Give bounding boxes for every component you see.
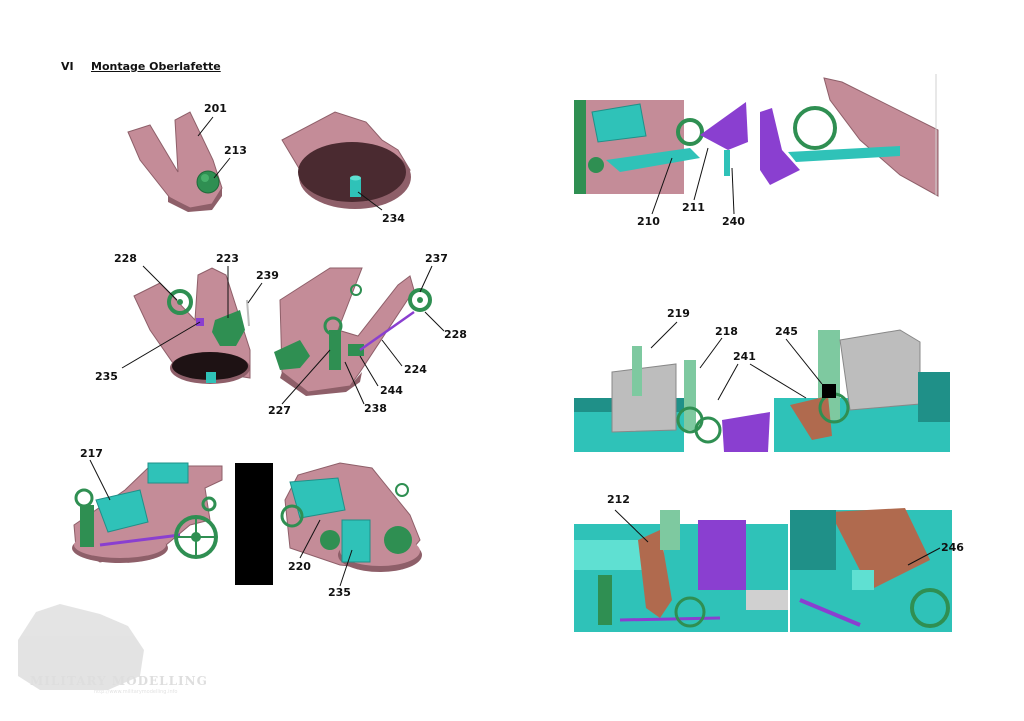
section-number: VI — [61, 60, 74, 73]
callout-246: 246 — [941, 541, 964, 554]
callout-217: 217 — [80, 447, 103, 460]
callout-237: 237 — [425, 252, 448, 265]
callout-235-top: 235 — [95, 370, 118, 383]
callout-201: 201 — [204, 102, 227, 115]
watermark-url: http://www.militarymodelling.info — [94, 689, 177, 695]
callout-238: 238 — [364, 402, 387, 415]
callout-228-left: 228 — [114, 252, 137, 265]
callout-224: 224 — [404, 363, 427, 376]
figure-step-224-237-238 — [274, 267, 432, 396]
watermark-logo: MILITARY MODELLING http://www.militarymo… — [18, 604, 208, 695]
callout-241: 241 — [733, 350, 756, 363]
callout-labels: 201 213 234 228 223 239 235 237 228 224 … — [80, 102, 964, 599]
watermark-brand: MILITARY MODELLING — [30, 674, 208, 688]
callout-212: 212 — [607, 493, 630, 506]
figure-step-212-246 — [574, 508, 952, 632]
callout-218: 218 — [715, 325, 738, 338]
callout-244: 244 — [380, 384, 403, 397]
callout-210: 210 — [637, 215, 660, 228]
figure-step-201-213 — [127, 111, 223, 212]
callout-227: 227 — [268, 404, 291, 417]
callout-213: 213 — [224, 144, 247, 157]
figure-step-218-219-241-245 — [574, 329, 950, 452]
callout-223: 223 — [216, 252, 239, 265]
figure-step-217 — [72, 462, 223, 563]
callout-219: 219 — [667, 307, 690, 320]
callout-240: 240 — [722, 215, 745, 228]
callout-220: 220 — [288, 560, 311, 573]
section-title: Montage Oberlafette — [91, 60, 221, 73]
figure-step-234 — [281, 111, 411, 209]
black-divider-bar — [235, 463, 273, 585]
figure-step-223-228-239 — [133, 267, 251, 384]
callout-245: 245 — [775, 325, 798, 338]
callout-239: 239 — [256, 269, 279, 282]
leader-lines — [89, 116, 941, 587]
callout-235-bottom: 235 — [328, 586, 351, 599]
callout-211: 211 — [682, 201, 705, 214]
callout-234: 234 — [382, 212, 405, 225]
figure-step-210-211-240 — [574, 74, 939, 197]
figure-step-220-235 — [280, 462, 422, 572]
callout-228-right: 228 — [444, 328, 467, 341]
